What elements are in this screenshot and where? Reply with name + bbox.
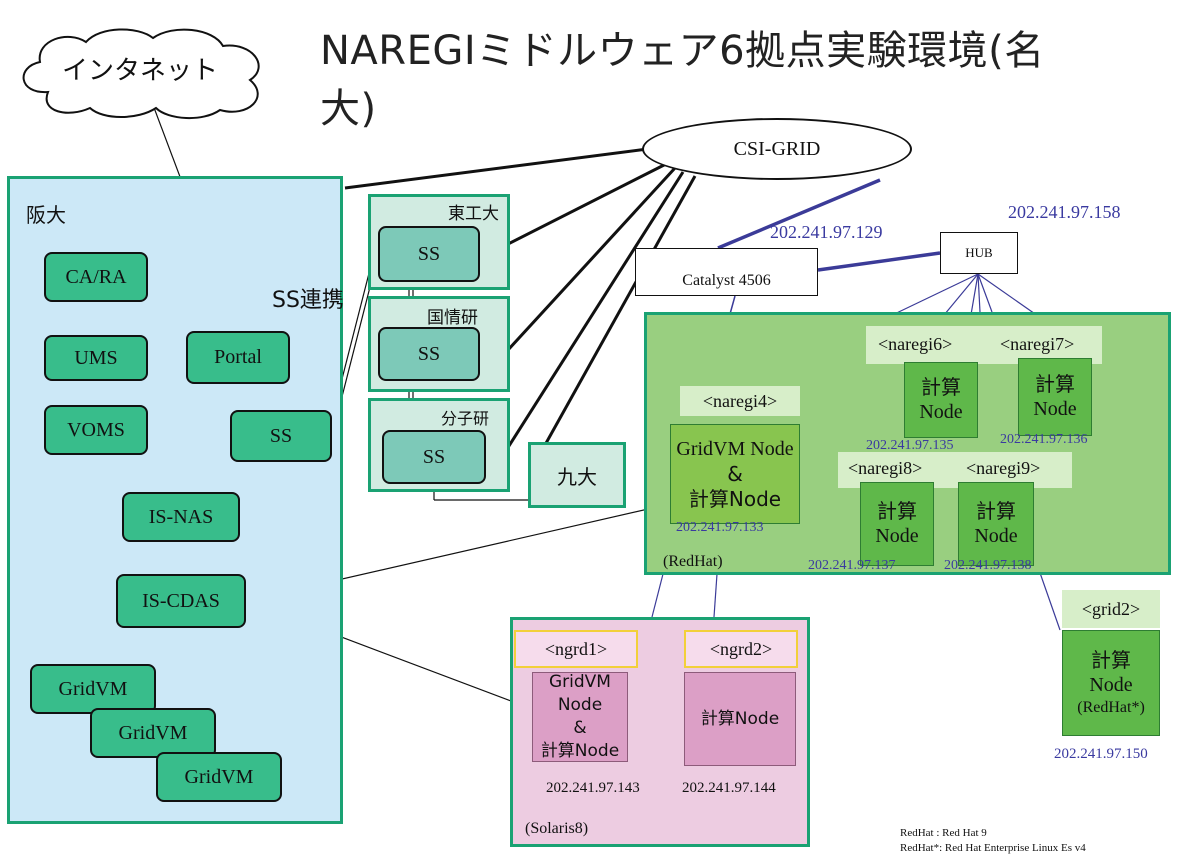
internet-label: インタネット (62, 56, 219, 86)
naregi4-tag: <naregi4> (680, 386, 800, 416)
ngrd2-node[interactable]: 計算Node (684, 672, 796, 766)
is-cdas-node[interactable]: IS-CDAS (116, 574, 246, 628)
ngrd1-line1: GridVM Node (549, 672, 611, 716)
naregi4-line3: 計算Node (688, 486, 782, 511)
naregi7-line2: Node (1033, 398, 1077, 420)
gridvm-node-3[interactable]: GridVM (156, 752, 282, 802)
grid2-line2: Node (1089, 674, 1133, 696)
ngrd1-line2: & (573, 718, 587, 738)
naregi8-line2: Node (875, 525, 919, 547)
naregi4-node[interactable]: GridVM Node & 計算Node (670, 424, 800, 524)
page-title: NAREGIミドルウェア6拠点実験環境(名大) (320, 28, 1045, 132)
grid2-line3: (RedHat*) (1077, 699, 1145, 716)
naregi7-line1: 計算 (1035, 372, 1075, 396)
naregi9-node[interactable]: 計算 Node (958, 482, 1034, 566)
solaris-os-label: (Solaris8) (525, 820, 589, 837)
ngrd1-line3: 計算Node (540, 740, 620, 761)
lab-bunshiken-label: 分子研 (441, 409, 490, 428)
naregi4-ip: 202.241.97.133 (676, 520, 764, 535)
redhat-os-label: (RedHat) (663, 553, 723, 570)
naregi7-node[interactable]: 計算 Node (1018, 358, 1092, 436)
naregi8-ip: 202.241.97.137 (808, 558, 896, 573)
naregi6-tag: <naregi6> (878, 334, 953, 354)
legend-line-2: RedHat*: Red Hat Enterprise Linux Es v4 (900, 842, 1086, 854)
naregi8-tag: <naregi8> (848, 458, 923, 478)
naregi6-7-tag-bar (866, 326, 1102, 364)
voms-node[interactable]: VOMS (44, 405, 148, 455)
portal-node[interactable]: Portal (186, 331, 290, 384)
ngrd1-node[interactable]: GridVM Node & 計算Node (532, 672, 628, 762)
naregi8-node[interactable]: 計算 Node (860, 482, 934, 566)
lab-tokodai-label: 東工大 (448, 204, 499, 224)
naregi8-line1: 計算 (877, 499, 917, 523)
ca-ra-node[interactable]: CA/RA (44, 252, 148, 302)
naregi4-line2: & (727, 461, 743, 486)
is-nas-node[interactable]: IS-NAS (122, 492, 240, 542)
ngrd2-ip: 202.241.97.144 (682, 780, 776, 796)
naregi9-ip: 202.241.97.138 (944, 558, 1032, 573)
grid2-node[interactable]: 計算 Node (RedHat*) (1062, 630, 1160, 736)
grid2-ip: 202.241.97.150 (1054, 746, 1148, 762)
ums-node[interactable]: UMS (44, 335, 148, 381)
internet-cloud-icon (22, 28, 260, 120)
hub-ip: 202.241.97.158 (1008, 202, 1121, 222)
naregi6-node[interactable]: 計算 Node (904, 362, 978, 438)
ngrd1-tag: <ngrd1> (514, 630, 638, 668)
naregi7-tag: <naregi7> (1000, 334, 1075, 354)
naregi6-line2: Node (919, 401, 963, 423)
gridvm-node-2[interactable]: GridVM (90, 708, 216, 758)
naregi9-line2: Node (974, 525, 1018, 547)
lab-kokujoken-label: 国情研 (427, 308, 478, 328)
naregi9-line1: 計算 (976, 499, 1016, 523)
catalyst-switch[interactable]: Catalyst 4506 (635, 248, 818, 296)
gridvm-node-1[interactable]: GridVM (30, 664, 156, 714)
csi-grid-network: CSI-GRID (642, 118, 912, 180)
ngrd2-line1: 計算Node (700, 708, 780, 729)
naregi6-ip: 202.241.97.135 (866, 438, 954, 453)
bunshiken-ss-node[interactable]: SS (382, 430, 486, 484)
naregi7-ip: 202.241.97.136 (1000, 432, 1088, 447)
tokodai-ss-node[interactable]: SS (378, 226, 480, 282)
kyudai-box[interactable]: 九大 (528, 442, 626, 508)
naregi4-line1: GridVM Node (676, 437, 794, 460)
ngrd1-ip: 202.241.97.143 (546, 780, 640, 796)
ss-link-label: SS連携 (272, 288, 344, 313)
kokujoken-ss-node[interactable]: SS (378, 327, 480, 381)
ngrd2-tag: <ngrd2> (684, 630, 798, 668)
handai-label: 阪大 (26, 203, 66, 227)
naregi9-tag: <naregi9> (966, 458, 1041, 478)
grid2-line1: 計算 (1091, 648, 1131, 672)
hub-switch[interactable]: HUB (940, 232, 1018, 274)
legend-line-1: RedHat : Red Hat 9 (900, 827, 987, 839)
handai-ss-node[interactable]: SS (230, 410, 332, 462)
naregi6-line1: 計算 (921, 375, 961, 399)
catalyst-ip: 202.241.97.129 (770, 222, 883, 242)
grid2-tag: <grid2> (1062, 590, 1160, 628)
